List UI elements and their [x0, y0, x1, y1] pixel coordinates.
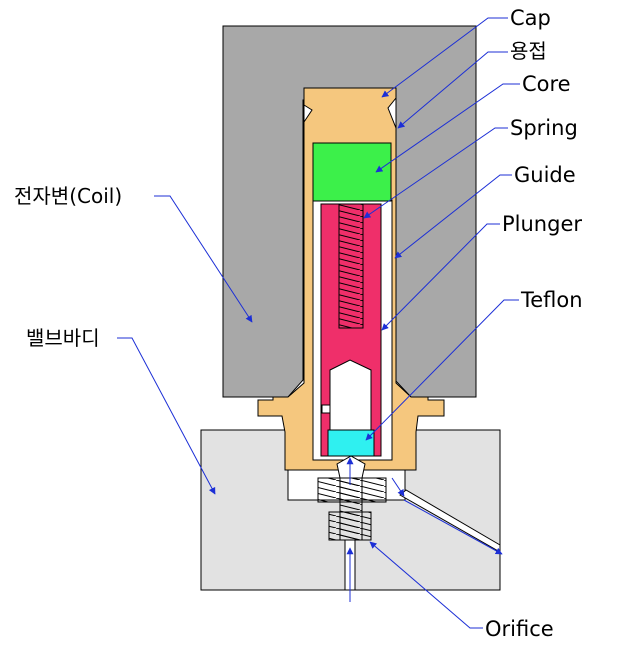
leader-teflon — [365, 299, 519, 441]
leader-guide — [394, 174, 512, 259]
teflon-seal — [327, 429, 375, 457]
outlet-flow-arrow-1 — [391, 477, 405, 497]
spring — [338, 203, 364, 329]
leader-weld — [397, 51, 508, 129]
label-valve-body: 밸브바디 — [26, 326, 100, 350]
leader-coil — [154, 195, 253, 323]
label-weld: 용접 — [510, 39, 547, 63]
core — [312, 142, 392, 202]
label-guide: Guide — [514, 163, 576, 187]
label-plunger: Plunger — [502, 212, 582, 236]
label-coil: 전자변(Coil) — [14, 184, 122, 208]
label-teflon: Teflon — [520, 288, 583, 312]
plunger-side-hole — [321, 404, 331, 414]
weld-notch-left — [303, 104, 313, 124]
leader-core — [375, 83, 520, 173]
leader-plunger — [381, 223, 500, 331]
leader-valve-body — [117, 337, 216, 495]
plunger-pocket — [329, 359, 372, 431]
orifice-nipple — [328, 511, 372, 541]
outlet-flow-arrow-2 — [403, 499, 503, 555]
label-spring: Spring — [510, 116, 578, 140]
leader-spring — [363, 127, 508, 219]
leader-orifice — [369, 541, 483, 629]
label-cap: Cap — [510, 6, 551, 30]
weld-notch-right — [387, 96, 397, 129]
label-core: Core — [522, 72, 571, 96]
leader-cap — [381, 17, 508, 98]
label-orifice: Orifice — [485, 617, 554, 641]
